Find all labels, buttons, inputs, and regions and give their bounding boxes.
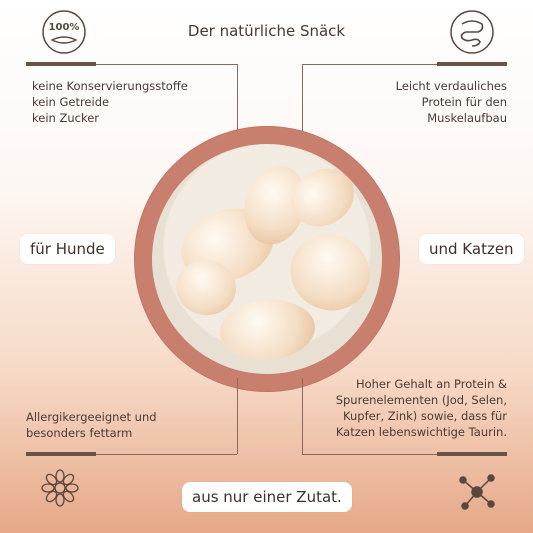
feature-line: kein Getreide <box>32 95 110 109</box>
feature-line: besonders fettarm <box>26 426 133 440</box>
bottom-left-connector <box>96 454 237 455</box>
feature-line: Muskelaufbau <box>427 111 507 125</box>
feature-line: Katzen lebenswichtige Taurin. <box>335 425 507 439</box>
feature-line: Allergikergeeignet und <box>26 410 157 424</box>
feature-line: kein Zucker <box>32 111 100 125</box>
feature-line: Protein für den <box>421 95 507 109</box>
feature-line: Spurenelementen (Jod, Selen, <box>335 393 507 407</box>
feature-line: keine Konservierungsstoffe <box>32 79 188 93</box>
top-left-connector <box>96 64 237 65</box>
feature-top-right: Leicht verdauliches Protein für den Musk… <box>396 78 507 126</box>
svg-text:100%: 100% <box>49 22 80 33</box>
bottom-left-connector-vertical <box>237 378 238 454</box>
bottom-right-connector <box>302 454 437 455</box>
feature-line: Kupfer, Zink) sowie, dass für <box>343 409 507 423</box>
pill-single-ingredient: aus nur einer Zutat. <box>182 482 352 512</box>
top-right-accent-bar <box>437 62 507 66</box>
bottom-left-accent-bar <box>26 452 96 456</box>
top-left-connector-vertical <box>237 64 238 138</box>
feature-bottom-left: Allergikergeeignet und besonders fettarm <box>26 409 157 441</box>
bottom-right-connector-vertical <box>302 378 303 454</box>
feature-bottom-right: Hoher Gehalt an Protein & Spurenelemente… <box>336 376 507 440</box>
pill-cats: und Katzen <box>419 234 524 264</box>
top-left-accent-bar <box>26 62 96 66</box>
top-right-connector-vertical <box>302 64 303 138</box>
digestion-intestine-icon <box>448 8 496 56</box>
top-right-connector <box>302 64 437 65</box>
molecule-icon <box>455 470 499 514</box>
feature-top-left: keine Konservierungsstoffe kein Getreide… <box>32 78 188 126</box>
100-percent-badge-icon: 100% <box>40 8 88 56</box>
bottom-right-accent-bar <box>437 452 507 456</box>
feature-line: Hoher Gehalt an Protein & <box>355 377 507 391</box>
page-title: Der natürliche Snäck <box>187 22 346 40</box>
flower-icon <box>40 468 80 508</box>
pill-dogs: für Hunde <box>20 234 115 264</box>
feature-line: Leicht verdauliches <box>395 79 507 93</box>
